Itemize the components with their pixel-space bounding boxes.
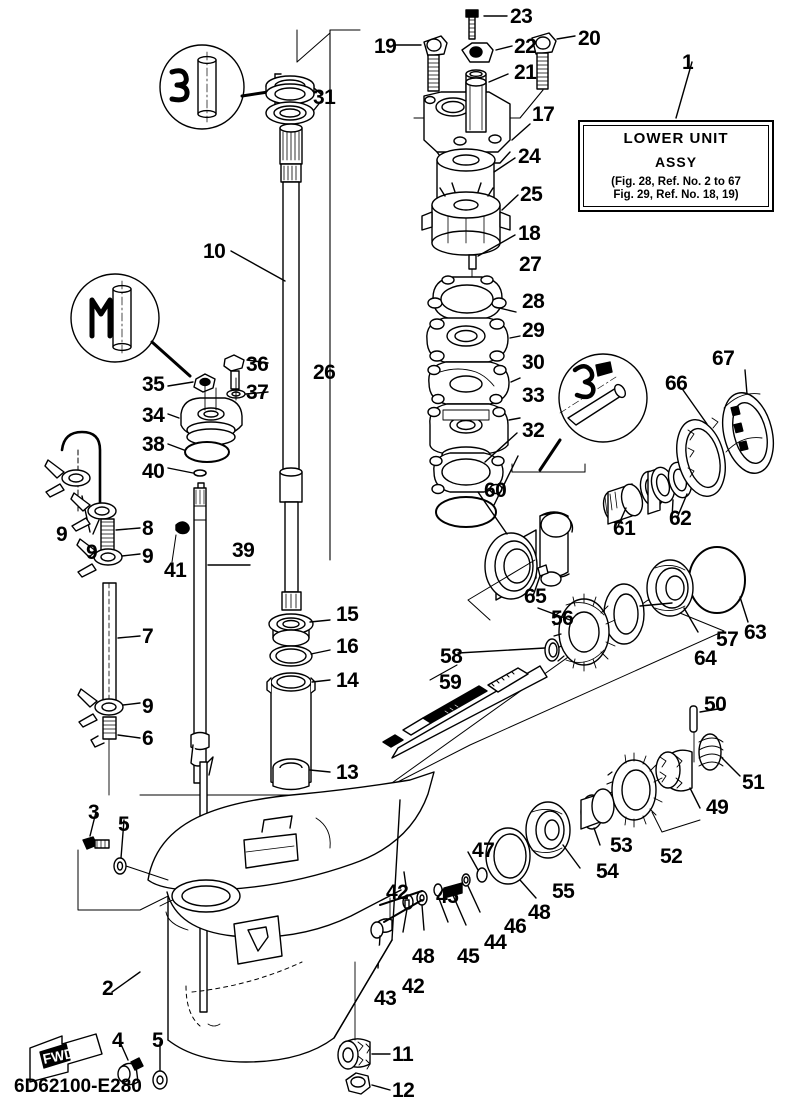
ref-label-66: 66 bbox=[665, 372, 688, 395]
lower-unit-assy-callout-box: LOWER UNIT ASSY (Fig. 28, Ref. No. 2 to … bbox=[578, 120, 774, 212]
ref-label-23: 23 bbox=[510, 5, 533, 28]
ref-label-33: 33 bbox=[522, 384, 545, 407]
ref-label-21: 21 bbox=[514, 61, 537, 84]
ref-label-13: 13 bbox=[336, 761, 359, 784]
ref-label-60: 60 bbox=[484, 479, 507, 502]
ref-label-45a: 45 bbox=[436, 885, 459, 908]
ref-label-42a: 42 bbox=[386, 881, 409, 904]
ref-label-43: 43 bbox=[374, 987, 397, 1010]
ref-label-15: 15 bbox=[336, 603, 359, 626]
ref-label-14: 14 bbox=[336, 669, 359, 692]
ref-label-31: 31 bbox=[313, 86, 336, 109]
ref-label-7: 7 bbox=[142, 625, 154, 648]
callout-title-line2: ASSY bbox=[654, 154, 698, 170]
ref-label-24: 24 bbox=[518, 145, 541, 168]
ref-label-65: 65 bbox=[524, 585, 547, 608]
ref-label-5a: 5 bbox=[118, 813, 130, 836]
ref-label-28: 28 bbox=[522, 290, 545, 313]
ref-label-27: 27 bbox=[519, 253, 542, 276]
ref-label-19: 19 bbox=[374, 35, 397, 58]
svg-text:FWD: FWD bbox=[41, 1045, 76, 1067]
ref-label-51: 51 bbox=[742, 771, 765, 794]
ref-label-48b: 48 bbox=[412, 945, 435, 968]
ref-label-29: 29 bbox=[522, 319, 545, 342]
ref-label-20: 20 bbox=[578, 27, 601, 50]
ref-label-35: 35 bbox=[142, 373, 165, 396]
ref-label-64: 64 bbox=[694, 647, 717, 670]
ref-label-57: 57 bbox=[716, 628, 739, 651]
ref-label-40: 40 bbox=[142, 460, 165, 483]
ref-label-26: 26 bbox=[313, 361, 336, 384]
ref-label-38: 38 bbox=[142, 433, 165, 456]
callout-ref-line3: (Fig. 28, Ref. No. 2 to 67 bbox=[611, 176, 741, 188]
ref-label-11: 11 bbox=[392, 1043, 414, 1066]
ref-label-3: 3 bbox=[88, 801, 100, 824]
ref-label-67: 67 bbox=[712, 347, 735, 370]
ref-label-1: 1 bbox=[682, 51, 694, 74]
ref-label-9d: 9 bbox=[142, 695, 154, 718]
ref-label-5b: 5 bbox=[152, 1029, 164, 1052]
ref-label-59: 59 bbox=[439, 671, 462, 694]
ref-label-42b: 42 bbox=[402, 975, 425, 998]
ref-label-39: 39 bbox=[232, 539, 255, 562]
ref-label-37: 37 bbox=[246, 381, 269, 404]
ref-label-9a: 9 bbox=[56, 523, 68, 546]
ref-label-48a: 48 bbox=[528, 901, 551, 924]
ref-label-6: 6 bbox=[142, 727, 154, 750]
ref-label-47: 47 bbox=[472, 839, 495, 862]
ref-label-53: 53 bbox=[610, 834, 633, 857]
ref-label-8: 8 bbox=[142, 517, 154, 540]
ref-label-4: 4 bbox=[112, 1029, 124, 1052]
ref-label-61: 61 bbox=[613, 517, 636, 540]
ref-label-44: 44 bbox=[484, 931, 507, 954]
ref-label-54: 54 bbox=[596, 860, 619, 883]
callout-ref-line4: Fig. 29, Ref. No. 18, 19) bbox=[613, 189, 739, 201]
ref-label-49: 49 bbox=[706, 796, 729, 819]
ref-label-9b: 9 bbox=[86, 541, 98, 564]
ref-label-45b: 45 bbox=[457, 945, 480, 968]
ref-label-41: 41 bbox=[164, 559, 187, 582]
ref-label-12: 12 bbox=[392, 1079, 415, 1102]
drawing-number: 6D62100-E280 bbox=[14, 1076, 142, 1097]
ref-label-22: 22 bbox=[514, 35, 537, 58]
ref-label-58: 58 bbox=[440, 645, 463, 668]
ref-label-17: 17 bbox=[532, 103, 555, 126]
ref-label-56: 56 bbox=[551, 607, 574, 630]
ref-label-10: 10 bbox=[203, 240, 226, 263]
callout-title-line1: LOWER UNIT bbox=[623, 130, 729, 147]
ref-label-34: 34 bbox=[142, 404, 165, 427]
ref-label-36: 36 bbox=[246, 353, 269, 376]
ref-label-62: 62 bbox=[669, 507, 692, 530]
ref-label-16: 16 bbox=[336, 635, 359, 658]
ref-label-46: 46 bbox=[504, 915, 527, 938]
ref-label-2: 2 bbox=[102, 977, 114, 1000]
ref-label-55: 55 bbox=[552, 880, 575, 903]
ref-label-63: 63 bbox=[744, 621, 767, 644]
ref-label-50: 50 bbox=[704, 693, 727, 716]
ref-label-32: 32 bbox=[522, 419, 545, 442]
ref-label-25: 25 bbox=[520, 183, 543, 206]
ref-label-9c: 9 bbox=[142, 545, 154, 568]
ref-label-18: 18 bbox=[518, 222, 541, 245]
ref-label-52: 52 bbox=[660, 845, 683, 868]
ref-label-30: 30 bbox=[522, 351, 545, 374]
